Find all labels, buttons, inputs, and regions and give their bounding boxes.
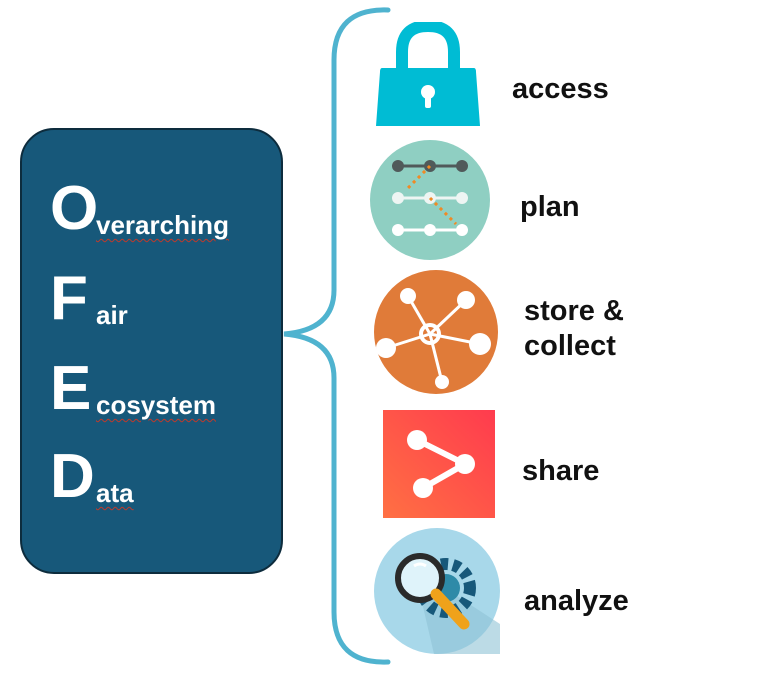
stage-label-share: share [522,455,600,487]
acronym-word: ata [96,478,134,508]
acronym-letter: E [50,354,92,423]
network-hub-icon [374,270,498,394]
acronym-word: air [96,300,128,330]
padlock-icon [376,22,480,126]
acronym-letter: D [50,442,95,511]
stage-label-access: access [512,73,609,105]
acronym-word: cosystem [96,390,216,420]
acronym-word: verarching [96,210,229,240]
stage-label-plan: plan [520,191,580,223]
brace-path [283,7,391,665]
acronym-letter: O [50,174,99,243]
stage-label-analyze: analyze [524,585,629,617]
acronym-panel: O verarching F air E cosystem D ata [20,128,283,574]
acronym-letter: F [50,264,88,333]
share-icon [383,410,495,518]
magnifier-gear-icon [374,528,500,654]
timeline-plan-icon [370,140,490,260]
stage-label-store-collect: store & collect [524,295,624,363]
